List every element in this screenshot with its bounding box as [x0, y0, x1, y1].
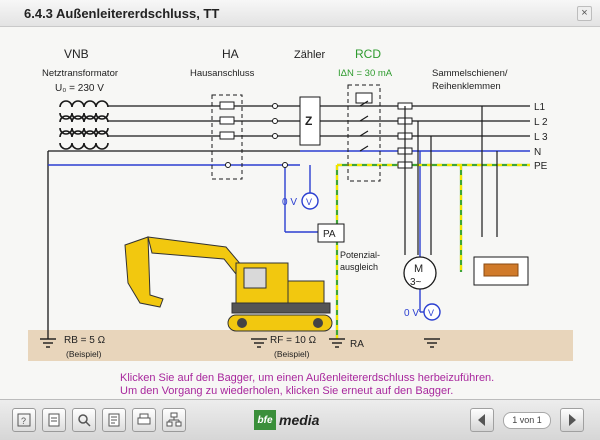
rf-label: RF = 10 Ω: [270, 335, 317, 346]
print-icon: [137, 413, 151, 425]
busbar-label-2: Reihenklemmen: [432, 81, 501, 92]
rcd-label: RCD: [355, 47, 381, 61]
search-icon: [78, 414, 91, 427]
diagram-stage: VNB Netztransformator U₀ = 230 V HA Haus…: [0, 27, 600, 399]
search-button[interactable]: [72, 408, 96, 432]
previous-page-button[interactable]: [470, 408, 494, 432]
ground-strip: [28, 330, 573, 361]
bottom-toolbar: ? bfe media 1 von 1: [0, 399, 600, 440]
phase-lines: [47, 105, 530, 339]
voltmeter-2-symbol: V: [428, 308, 434, 318]
ground-symbols: [40, 338, 440, 348]
help-button[interactable]: ?: [12, 408, 36, 432]
pa-box-label: PA: [323, 229, 336, 240]
document-icon: [108, 413, 120, 427]
ra-label: RA: [350, 339, 364, 350]
hint-line-2: Um den Vorgang zu wiederholen, klicken S…: [120, 385, 454, 397]
motor-icon: [403, 256, 437, 290]
ha-sub-label: Hausanschluss: [190, 68, 255, 79]
fuse-l3: [219, 131, 235, 140]
meter-box-label: Z: [305, 114, 312, 128]
pe-line: [335, 163, 530, 339]
transformer-coils: [59, 100, 109, 150]
next-page-button[interactable]: [560, 408, 584, 432]
ha-box: [211, 94, 243, 180]
fuse-l2: [219, 116, 235, 125]
document-button[interactable]: [102, 408, 126, 432]
svg-text:?: ?: [21, 416, 26, 426]
motor-3-label: 3~: [410, 277, 422, 288]
pe-label: PE: [534, 161, 548, 172]
sitemap-icon: [166, 412, 182, 427]
motor-m-label: M: [414, 263, 423, 275]
rcd-contacts: [359, 100, 369, 152]
voltage-label: U₀ = 230 V: [55, 83, 104, 94]
arrow-left-icon: [478, 414, 485, 426]
motor-wiring: [404, 106, 498, 255]
transformer-label: Netztransformator: [42, 68, 118, 79]
voltmeter-2-icon: [423, 303, 441, 321]
potential-label-2: ausgleich: [340, 262, 378, 272]
meter-box: [299, 96, 321, 146]
rf-note: (Beispiel): [274, 349, 310, 359]
notes-button[interactable]: [42, 408, 66, 432]
vnb-label: VNB: [64, 47, 89, 61]
rcd-box: [347, 84, 381, 182]
voltmeter-2-reading: 0 V: [404, 308, 419, 319]
brand-mark: bfe: [254, 410, 276, 430]
help-icon: ?: [17, 413, 31, 427]
rcd-test-button: [355, 92, 373, 104]
l3-label: L 3: [534, 132, 548, 143]
voltmeter-1-reading: 0 V: [282, 197, 297, 208]
heating-element: [483, 263, 519, 277]
rb-note: (Beispiel): [66, 349, 102, 359]
ha-label: HA: [222, 47, 239, 61]
sitemap-button[interactable]: [162, 408, 186, 432]
notes-icon: [48, 413, 60, 427]
pa-box: [317, 223, 345, 243]
close-button[interactable]: ×: [577, 6, 592, 21]
n-label: N: [534, 147, 541, 158]
rb-label: RB = 5 Ω: [64, 335, 106, 346]
print-button[interactable]: [132, 408, 156, 432]
meter-label: Zähler: [294, 49, 326, 61]
page-title: 6.4.3 Außenleitererdschluss, TT: [24, 6, 220, 21]
hint-line-1: Klicken Sie auf den Bagger, um einen Auß…: [120, 372, 495, 384]
page-indicator: 1 von 1: [503, 412, 551, 429]
neutral-line: [48, 150, 530, 313]
circuit-diagram: VNB Netztransformator U₀ = 230 V HA Haus…: [28, 47, 573, 361]
potential-label-1: Potenzial-: [340, 250, 380, 260]
brand-logo: bfe media: [254, 410, 319, 430]
excavator[interactable]: [124, 236, 333, 332]
brand-text: media: [279, 412, 320, 428]
rcd-current-label: IΔN = 30 mA: [338, 68, 393, 79]
busbar-label-1: Sammelschienen/: [432, 68, 508, 79]
l1-label: L1: [534, 102, 546, 113]
fuse-l1: [219, 101, 235, 110]
l2-label: L 2: [534, 117, 548, 128]
voltmeter-1-symbol: V: [306, 197, 312, 207]
title-bar: 6.4.3 Außenleitererdschluss, TT ×: [0, 0, 600, 27]
arrow-right-icon: [569, 414, 576, 426]
voltmeter-1-icon: [301, 192, 319, 210]
